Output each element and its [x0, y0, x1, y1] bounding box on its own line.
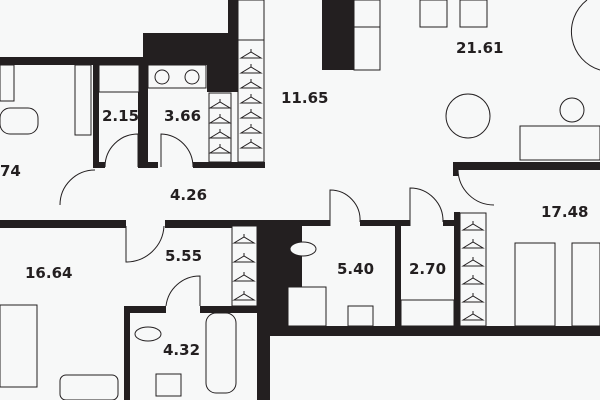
sink-icon	[155, 373, 182, 397]
bathtub-icon	[205, 312, 237, 394]
cooktop-icon	[237, 0, 265, 41]
toilet-icon	[134, 326, 162, 342]
room-area-hall-upper: 11.65	[281, 89, 328, 107]
hanger-icon	[461, 275, 485, 285]
hanger-icon	[239, 124, 263, 134]
hanger-icon	[239, 94, 263, 104]
room-area-bedroom-right: 17.48	[541, 203, 588, 221]
stove-icon	[419, 0, 448, 28]
fridge-icon	[459, 0, 488, 28]
hanger-icon	[208, 129, 232, 139]
room-area-bathroom-main: 5.40	[337, 260, 374, 278]
shelf-icon	[98, 64, 140, 93]
sink-icon	[347, 305, 374, 327]
sink-icon	[353, 26, 381, 71]
hanger-icon	[232, 253, 256, 263]
room-area-corridor: 4.26	[170, 186, 207, 204]
hanger-icon	[208, 99, 232, 109]
plant-icon	[559, 97, 585, 123]
sofa-icon	[519, 125, 600, 161]
hanger-icon	[239, 49, 263, 59]
room-labels: 74 2.15 3.66 11.65 21.61 4.26 17.48 16.6…	[0, 39, 588, 359]
desk-icon	[0, 107, 39, 135]
hanger-icon	[461, 239, 485, 249]
bed-icon	[571, 242, 600, 327]
hanger-icon	[208, 114, 232, 124]
hanger-icon	[461, 257, 485, 267]
hanger-icon	[461, 221, 485, 231]
room-area-kitchen-living: 21.61	[456, 39, 503, 57]
desk-icon	[59, 374, 119, 400]
hanger-icon	[239, 139, 263, 149]
wardrobe-icon	[459, 212, 487, 327]
hanger-icon	[232, 234, 256, 244]
hanger-icon	[239, 64, 263, 74]
dining-table-icon	[445, 93, 491, 139]
room-area-closet-b: 2.70	[409, 260, 446, 278]
shower-icon	[287, 286, 327, 327]
hanger-icon	[208, 144, 232, 154]
toilet-icon	[289, 241, 317, 257]
doors	[59, 0, 600, 307]
shelf-icon	[400, 299, 455, 327]
hanger-icon	[239, 79, 263, 89]
washer-icon	[147, 64, 207, 89]
room-area-hall-lower: 5.55	[165, 247, 202, 265]
sink-icon	[353, 0, 381, 28]
hanger-icon	[239, 109, 263, 119]
room-area-bathroom-small: 4.32	[163, 341, 200, 359]
hanger-icon	[232, 272, 256, 282]
room-area-laundry: 3.66	[164, 107, 201, 125]
hanger-icon	[461, 311, 485, 321]
room-area-bedroom-left-bottom: 16.64	[25, 264, 72, 282]
bed-icon	[0, 304, 38, 388]
shelf-icon	[74, 64, 92, 136]
hanger-icon	[461, 293, 485, 303]
hanger-icon	[232, 291, 256, 301]
room-area-bedroom-left-top: 74	[0, 162, 21, 180]
room-area-closet-a: 2.15	[102, 107, 139, 125]
wardrobe-icon	[208, 92, 232, 163]
chair-icon	[0, 64, 15, 102]
bed-icon	[514, 242, 556, 327]
